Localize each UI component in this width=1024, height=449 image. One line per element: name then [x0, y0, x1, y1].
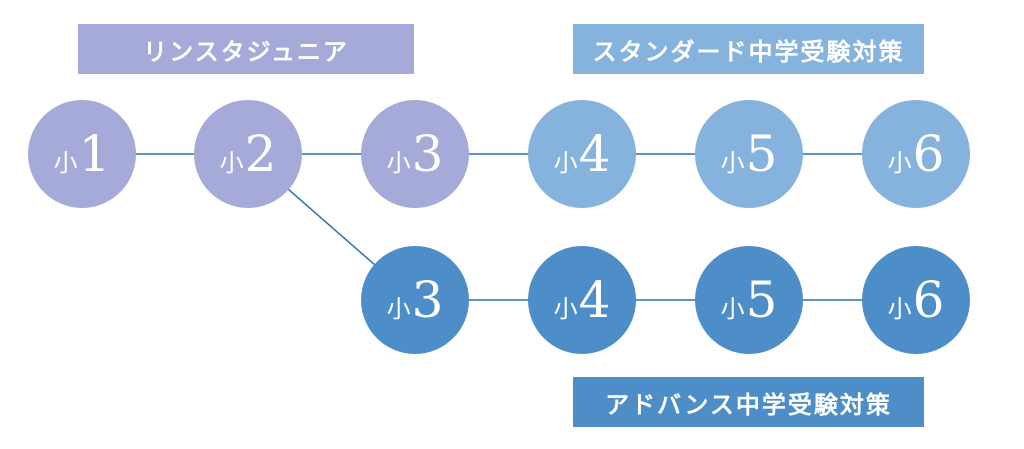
grade-number: 3	[411, 271, 444, 329]
grade-number: 5	[745, 125, 778, 183]
grade-prefix: 小	[887, 294, 912, 323]
grade-number: 4	[578, 125, 611, 183]
grade-number: 6	[912, 271, 945, 329]
grade-number: 5	[745, 271, 778, 329]
advance-course-banner: アドバンス中学受験対策	[573, 377, 924, 427]
grade-prefix: 小	[553, 294, 578, 323]
grade-number: 4	[578, 271, 611, 329]
grade-prefix: 小	[219, 148, 244, 177]
grade-prefix: 小	[53, 148, 78, 177]
grade-prefix: 小	[553, 148, 578, 177]
grade-number: 2	[244, 125, 277, 183]
grade-prefix: 小	[386, 148, 411, 177]
grade-prefix: 小	[887, 148, 912, 177]
junior-course-banner: リンスタジュニア	[78, 24, 414, 74]
grade-number: 1	[78, 125, 111, 183]
grade-number: 6	[912, 125, 945, 183]
grade-number: 3	[411, 125, 444, 183]
standard-course-banner: スタンダード中学受験対策	[573, 24, 924, 74]
grade-prefix: 小	[386, 294, 411, 323]
grade-prefix: 小	[720, 294, 745, 323]
grade-prefix: 小	[720, 148, 745, 177]
